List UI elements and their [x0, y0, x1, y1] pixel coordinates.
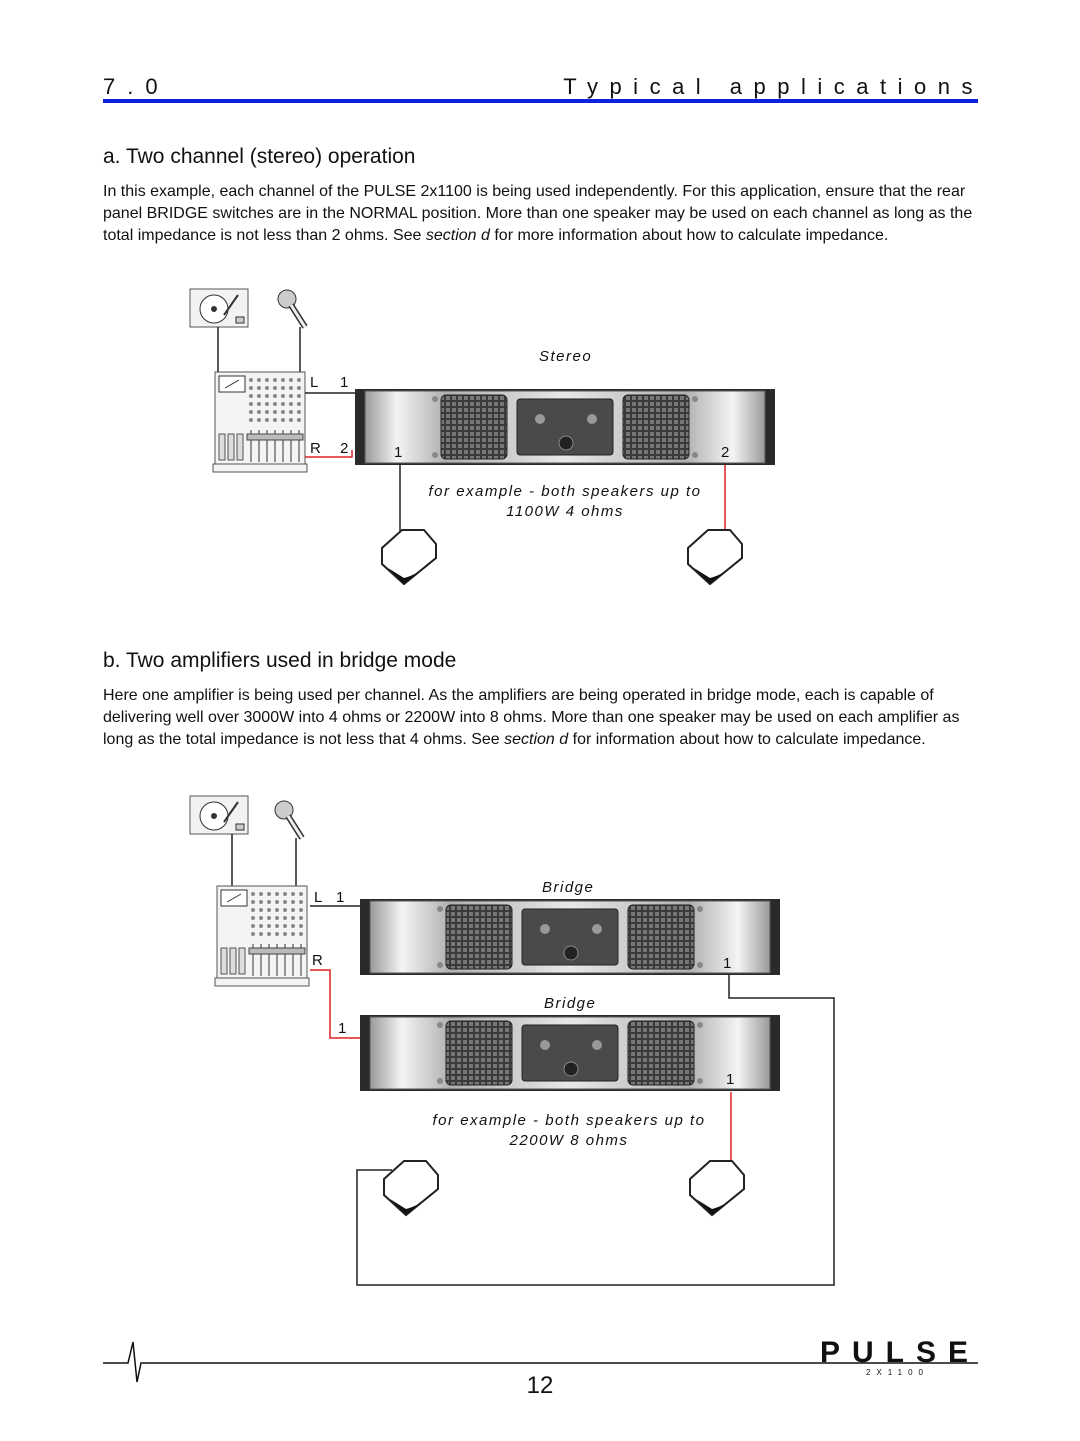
input-r-label: R — [310, 440, 321, 457]
speaker-right-icon — [687, 529, 743, 585]
turntable-icon — [189, 288, 249, 328]
microphone-icon-b — [275, 801, 302, 838]
input-l-num: 1 — [340, 374, 349, 391]
input-r-num: 2 — [340, 440, 349, 457]
mixer-icon — [212, 371, 308, 473]
input-l-label: L — [310, 374, 319, 391]
pulse-logo-text: PULSE — [820, 1336, 981, 1369]
bridge-amplifier-2 — [359, 1014, 781, 1092]
amp1-output-num: 1 — [723, 955, 732, 972]
bridge-note-line-1: for example - both speakers up to — [432, 1112, 706, 1129]
turntable-icon-b — [189, 795, 249, 835]
bridge-label-1: Bridge — [542, 879, 595, 896]
microphone-icon — [278, 290, 305, 327]
section-a-text-1: In this example, each channel of the PUL… — [103, 183, 973, 244]
bridge-note-line-2: 2200W 8 ohms — [509, 1132, 629, 1149]
stereo-note-line-2: 1100W 4 ohms — [506, 503, 624, 520]
speaker-left-icon-b — [383, 1160, 439, 1216]
section-a-link-ref: section d — [425, 227, 490, 244]
section-number: 7.0 — [103, 74, 170, 99]
output-1-label: 1 — [394, 444, 403, 461]
bridge-amplifier-1 — [359, 898, 781, 976]
section-b-paragraph: Here one amplifier is being used per cha… — [103, 685, 973, 751]
bridge-label-2: Bridge — [544, 995, 597, 1012]
mixer-icon-b — [214, 885, 310, 987]
bridge-input-l-num: 1 — [336, 889, 345, 906]
stereo-amplifier — [354, 388, 776, 466]
bridge-input-r-label: R — [312, 952, 323, 969]
pulse-logo-model: 2X1100 — [866, 1368, 929, 1377]
section-a-paragraph: In this example, each channel of the PUL… — [103, 181, 973, 247]
page-number: 12 — [526, 1372, 554, 1399]
footer-waveform-rule — [103, 1341, 978, 1383]
section-b-heading: b. Two amplifiers used in bridge mode — [103, 649, 457, 672]
stereo-label: Stereo — [539, 348, 593, 365]
section-b-link-ref: section d — [504, 731, 569, 748]
section-b-text-2: for information about how to calculate i… — [568, 731, 926, 748]
bridge-input-l-label: L — [314, 889, 323, 906]
section-a-text-2: for more information about how to calcul… — [489, 227, 889, 244]
header-rule — [103, 99, 978, 103]
speaker-right-icon-b — [689, 1160, 745, 1216]
output-2-label: 2 — [721, 444, 730, 461]
amp2-output-num: 1 — [726, 1071, 735, 1088]
speaker-left-icon — [381, 529, 437, 585]
section-title: Typical applications — [563, 74, 984, 99]
stereo-note-line-1: for example - both speakers up to — [428, 483, 702, 500]
amp2-input-num: 1 — [338, 1020, 347, 1037]
pulse-logo: PULSE 2X1100 — [820, 1336, 981, 1378]
section-a-heading: a. Two channel (stereo) operation — [103, 145, 416, 168]
section-b-text-1: Here one amplifier is being used per cha… — [103, 687, 960, 748]
